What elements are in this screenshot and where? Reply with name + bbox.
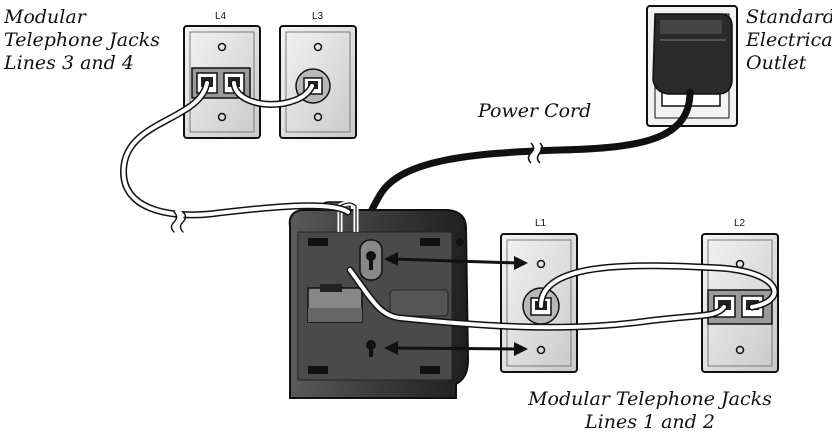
callout-jacks-1-2-line1: Modular Telephone Jacks xyxy=(528,388,772,410)
mount-arrows xyxy=(384,252,528,356)
callout-jacks-lines-3-4: Modular Telephone Jacks Lines 3 and 4 xyxy=(4,6,160,75)
wall-plate-l3 xyxy=(279,25,357,139)
callout-jacks-3-4-line2: Telephone Jacks xyxy=(4,29,160,51)
jack-label-l2: L2 xyxy=(734,218,746,229)
jack-label-l3: L3 xyxy=(312,11,324,22)
line-cords xyxy=(120,79,778,331)
callout-outlet-line3: Outlet xyxy=(746,52,807,74)
power-cord xyxy=(364,88,694,230)
callout-electrical-outlet: Standard Electrical Outlet xyxy=(746,6,832,75)
callout-outlet-line1: Standard xyxy=(746,6,832,28)
callout-jacks-lines-1-2: Modular Telephone Jacks Lines 1 and 2 xyxy=(518,388,782,434)
jack-label-l1: L1 xyxy=(535,218,547,229)
jack-label-l4: L4 xyxy=(215,11,227,22)
callout-power-cord: Power Cord xyxy=(478,100,592,122)
telephone-base xyxy=(288,200,470,399)
callout-jacks-1-2-line2: Lines 1 and 2 xyxy=(585,411,715,433)
wall-plate-l4 xyxy=(183,25,261,139)
electrical-outlet xyxy=(646,5,738,127)
callout-jacks-3-4-line3: Lines 3 and 4 xyxy=(4,52,134,74)
callout-jacks-3-4-line1: Modular xyxy=(4,6,86,28)
callout-outlet-line2: Electrical xyxy=(746,29,832,51)
